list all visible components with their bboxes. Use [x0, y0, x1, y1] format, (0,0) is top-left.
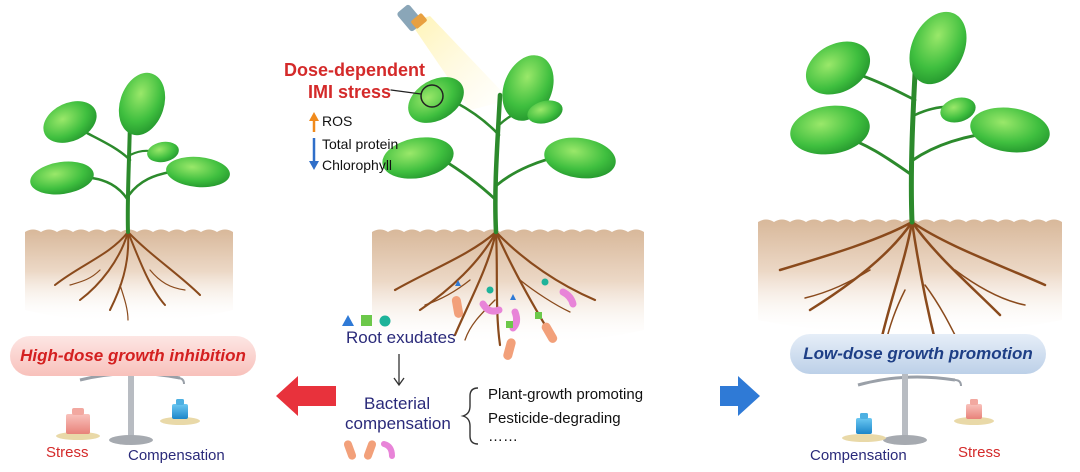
protein-chlorophyll-down-arrow: [309, 138, 319, 170]
right-stress-label: Stress: [958, 444, 1001, 461]
leaf: [166, 156, 230, 188]
leaf: [970, 107, 1050, 153]
soil-left: [25, 229, 233, 323]
leaf: [527, 100, 563, 124]
leaf: [43, 101, 97, 143]
leaf: [30, 161, 94, 195]
total-protein-label: Total protein: [322, 136, 399, 152]
plant-left: [30, 72, 230, 321]
soil-right: [758, 219, 1062, 335]
stress-title-line1: Dose-dependent: [284, 60, 426, 80]
leaf: [544, 137, 616, 179]
zoom-circle: [420, 84, 444, 108]
ros-label: ROS: [322, 113, 353, 129]
roots-left: [54, 231, 201, 321]
leaf: [147, 141, 179, 163]
root-exudates-label: Root exudates: [346, 328, 456, 347]
bacterial-label: Bacterial: [364, 394, 431, 413]
chlorophyll-label: Chlorophyll: [322, 157, 393, 173]
roots-right: [778, 220, 1047, 347]
exudates-to-bacteria-arrow: [393, 354, 405, 387]
flashlight: [397, 4, 510, 110]
compensation-label: compensation: [345, 414, 451, 433]
plant-center: [382, 55, 616, 347]
plant-right: [778, 11, 1050, 347]
right-compensation-label: Compensation: [810, 447, 907, 464]
roots-center: [393, 230, 597, 347]
leaf: [408, 77, 464, 123]
balance-right: [842, 374, 994, 445]
bacteria-icons: [343, 440, 395, 460]
leaf: [909, 11, 967, 85]
left-stress-label: Stress: [46, 444, 89, 461]
role-more: ……: [488, 428, 518, 445]
ros-up-arrow: [309, 112, 319, 132]
high-dose-label: High-dose growth inhibition: [10, 336, 256, 376]
role-plant-growth: Plant-growth promoting: [488, 386, 644, 403]
leaf: [940, 97, 976, 123]
blue-arrow-right: [720, 376, 760, 416]
soil-center: [372, 229, 644, 345]
leaf: [382, 137, 454, 179]
red-arrow-left: [276, 376, 336, 416]
roles-brace: [460, 387, 479, 445]
stress-title-line2: IMI stress: [308, 82, 392, 102]
balance-left: [56, 370, 200, 445]
left-compensation-label: Compensation: [128, 447, 225, 464]
low-dose-label: Low-dose growth promotion: [790, 334, 1046, 374]
exudate-icons: [342, 315, 391, 327]
leaf: [805, 41, 871, 95]
leaf: [790, 105, 870, 155]
leaf: [118, 72, 166, 136]
role-pesticide-degrading: Pesticide-degrading: [488, 410, 621, 427]
rhizosphere-microbes: [451, 278, 577, 360]
